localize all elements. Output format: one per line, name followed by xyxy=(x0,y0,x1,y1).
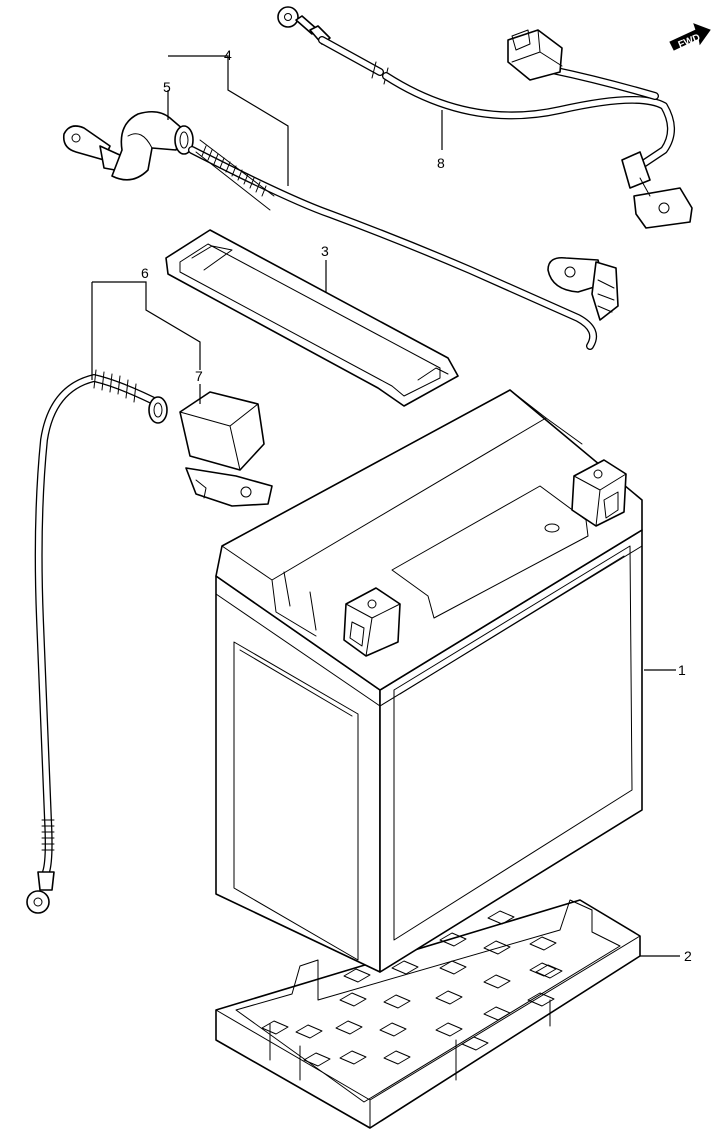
callout-5: 5 xyxy=(163,79,171,95)
fwd-direction-badge: FWD xyxy=(669,23,711,51)
battery-tray-part-2 xyxy=(215,899,641,1129)
battery-band-part-3 xyxy=(165,229,459,407)
positive-cable-part-4 xyxy=(62,110,619,350)
forward-arrow-icon xyxy=(669,23,711,51)
callout-3: 3 xyxy=(321,243,329,259)
battery-part-1 xyxy=(215,389,643,973)
callout-6: 6 xyxy=(141,265,149,281)
negative-cable-part-6 xyxy=(26,369,273,914)
tray-grid-holes xyxy=(261,910,563,1067)
callout-8: 8 xyxy=(437,155,445,171)
lead-harness-part-8 xyxy=(277,6,693,229)
leader-lines xyxy=(91,55,680,957)
fwd-label: FWD xyxy=(677,32,702,51)
callout-1: 1 xyxy=(678,662,686,678)
callout-labels: 1 2 3 4 5 6 7 8 xyxy=(141,47,692,964)
callout-7: 7 xyxy=(195,368,203,384)
callout-4: 4 xyxy=(224,47,232,63)
callout-2: 2 xyxy=(684,948,692,964)
